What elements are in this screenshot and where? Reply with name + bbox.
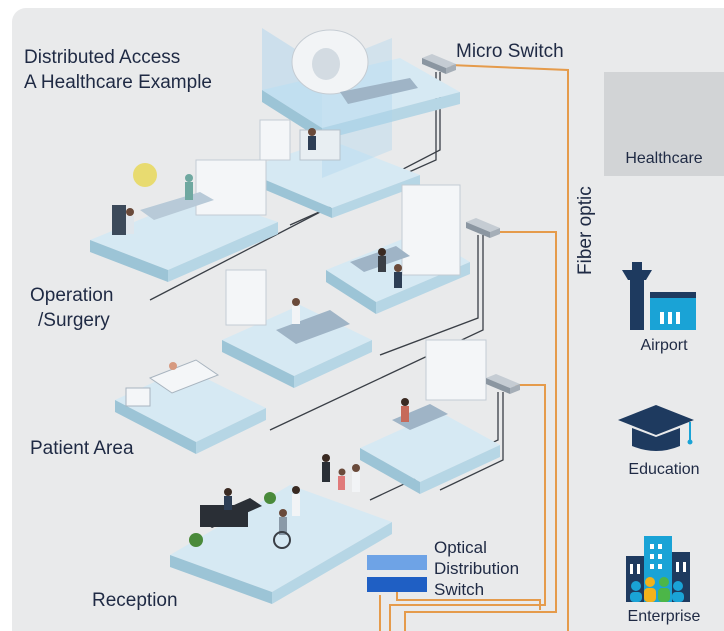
fiber-line-4 (396, 590, 541, 610)
airport-tower-icon (622, 262, 696, 330)
micro-switches (422, 54, 520, 394)
fiber-optic-lines (379, 64, 569, 631)
micro-switch-low (486, 374, 520, 394)
reception-label: Reception (92, 590, 178, 611)
title-line-2: A Healthcare Example (24, 72, 212, 93)
diagram-title: Distributed Access A Healthcare Example (24, 45, 212, 95)
graduation-cap-icon (618, 405, 694, 451)
optical-label-line-3: Switch (434, 580, 485, 599)
micro-switch-mid (466, 218, 500, 238)
micro-switch-label: Micro Switch (456, 41, 564, 62)
optical-label-line-1: Optical (434, 538, 487, 557)
sidebar-item-enterprise[interactable]: Enterprise (604, 530, 724, 630)
fiber-line-3 (389, 384, 546, 631)
sidebar-label-enterprise: Enterprise (627, 608, 701, 625)
sidebar-item-airport[interactable]: Airport (604, 255, 724, 355)
sidebar-label-education: Education (628, 461, 700, 478)
fiber-line-2 (404, 231, 557, 631)
micro-switch-top (422, 54, 456, 74)
sidebar-item-education[interactable]: Education (604, 400, 724, 485)
sidebar-label-healthcare: Healthcare (625, 150, 703, 167)
room-furniture (112, 28, 487, 547)
fiber-optic-label: Fiber optic (575, 186, 596, 275)
sidebar-item-healthcare[interactable]: Healthcare (604, 72, 724, 176)
sidebar-label-airport: Airport (640, 337, 688, 354)
optical-distribution-switch-icon (367, 555, 427, 592)
fiber-line-main (449, 64, 569, 631)
surgery-label: /Surgery (38, 310, 110, 331)
optical-label-line-2: Distribution (434, 559, 520, 578)
enterprise-building-icon (626, 536, 690, 602)
optical-distribution-switch-label: Optical Distribution Switch (434, 537, 519, 600)
people (126, 128, 409, 549)
title-line-1: Distributed Access (24, 47, 181, 68)
operation-label: Operation (30, 285, 114, 306)
patient-area-label: Patient Area (30, 438, 134, 459)
